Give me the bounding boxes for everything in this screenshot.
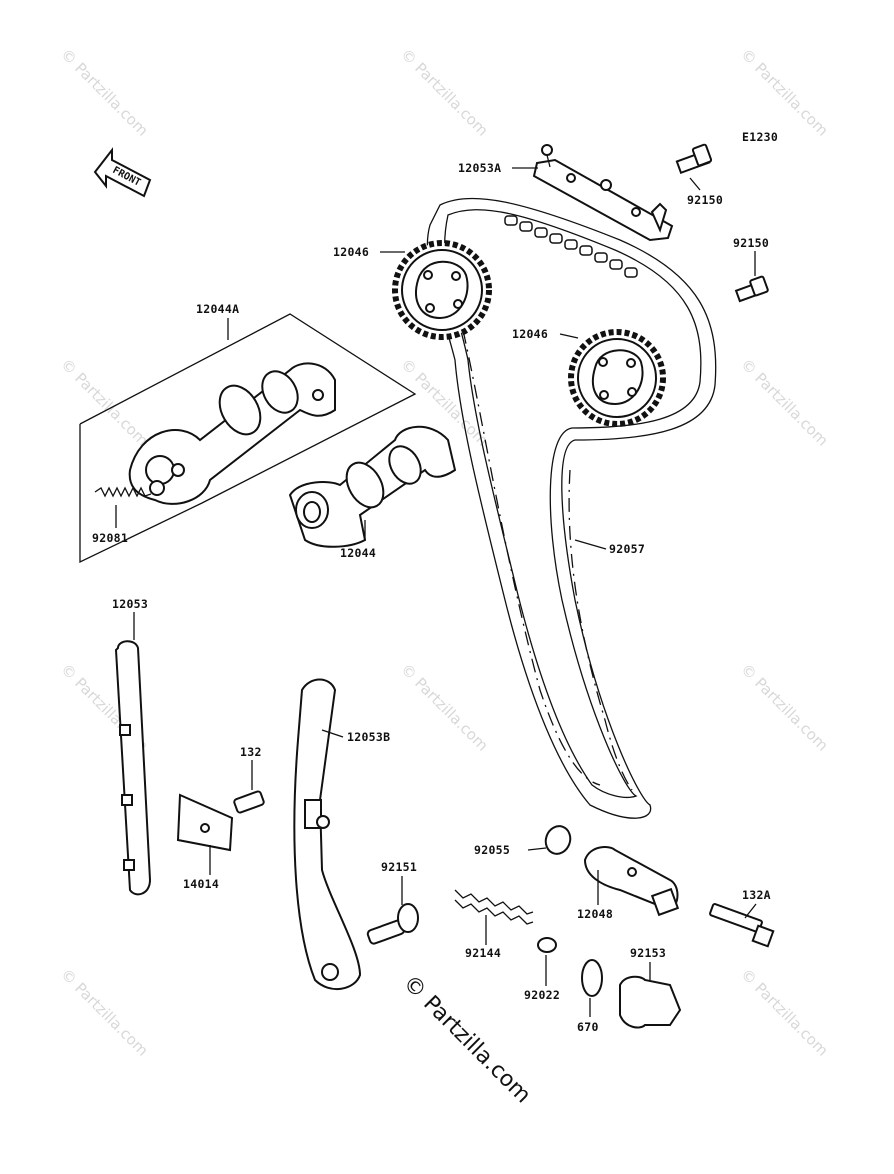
watermark: © Partzilla.com	[57, 45, 152, 140]
cam-chain-92057	[426, 197, 717, 819]
tensioner-guide-12053B	[293, 678, 362, 990]
callout-92153: 92153	[630, 946, 666, 960]
callout-12044: 12044	[340, 546, 376, 560]
camshaft-assembly-box	[79, 313, 417, 564]
watermark: © Partzilla.com	[737, 355, 832, 450]
callout-92150-lower: 92150	[733, 236, 769, 250]
callout-12053B: 12053B	[347, 730, 390, 744]
watermark: © Partzilla.com	[397, 45, 492, 140]
camshaft-12044	[288, 425, 457, 548]
callout-92150-upper: 92150	[687, 193, 723, 207]
washer-92022	[537, 937, 557, 953]
callout-92022: 92022	[524, 988, 560, 1002]
bolt-132	[233, 790, 265, 814]
watermark: © Partzilla.com	[737, 45, 832, 140]
callout-92144: 92144	[465, 946, 501, 960]
callout-14014: 14014	[183, 877, 219, 891]
cap-bolt-92153	[619, 975, 682, 1029]
o-ring-670	[581, 959, 603, 997]
chain-guide-12053A	[532, 144, 674, 242]
callout-670: 670	[577, 1020, 599, 1034]
chain-guide-12053	[114, 640, 152, 896]
sprocket-12046-lower	[568, 329, 666, 427]
callout-132: 132	[240, 745, 262, 759]
callout-92081: 92081	[92, 531, 128, 545]
plate-14014	[176, 793, 234, 852]
callout-92151: 92151	[381, 860, 417, 874]
leader-lines	[115, 167, 757, 1017]
callout-92057: 92057	[609, 542, 645, 556]
tensioner-12048	[583, 846, 680, 917]
watermark: © Partzilla.com	[57, 965, 152, 1060]
watermark: © Partzilla.com	[737, 965, 832, 1060]
watermark: © Partzilla.com	[737, 660, 832, 755]
callout-92055: 92055	[474, 843, 510, 857]
bolt-92150-upper	[675, 143, 713, 175]
callout-132A: 132A	[742, 888, 771, 902]
bolt-92150-lower	[734, 275, 769, 303]
bolt-132A	[709, 903, 775, 948]
callout-12053: 12053	[112, 597, 148, 611]
o-ring-92055	[544, 825, 572, 855]
callout-12046-lower: 12046	[512, 327, 548, 341]
callout-12048: 12048	[577, 907, 613, 921]
watermark: © Partzilla.com	[397, 660, 492, 755]
callout-labels: 12053A 92150 92150 12046 12046 12044A 92…	[92, 161, 771, 1034]
diagram-code: E1230	[742, 130, 778, 144]
callout-12046-upper: 12046	[333, 245, 369, 259]
copyright-text: © Partzilla.com	[398, 971, 536, 1109]
callout-12053A: 12053A	[458, 161, 501, 175]
pin-92151	[366, 903, 419, 945]
spring-92144	[454, 889, 534, 925]
watermark: © Partzilla.com	[57, 355, 152, 450]
front-arrow-icon: FRONT	[93, 147, 152, 198]
callout-12044A: 12044A	[196, 302, 239, 316]
sprocket-12046-upper	[392, 240, 492, 340]
